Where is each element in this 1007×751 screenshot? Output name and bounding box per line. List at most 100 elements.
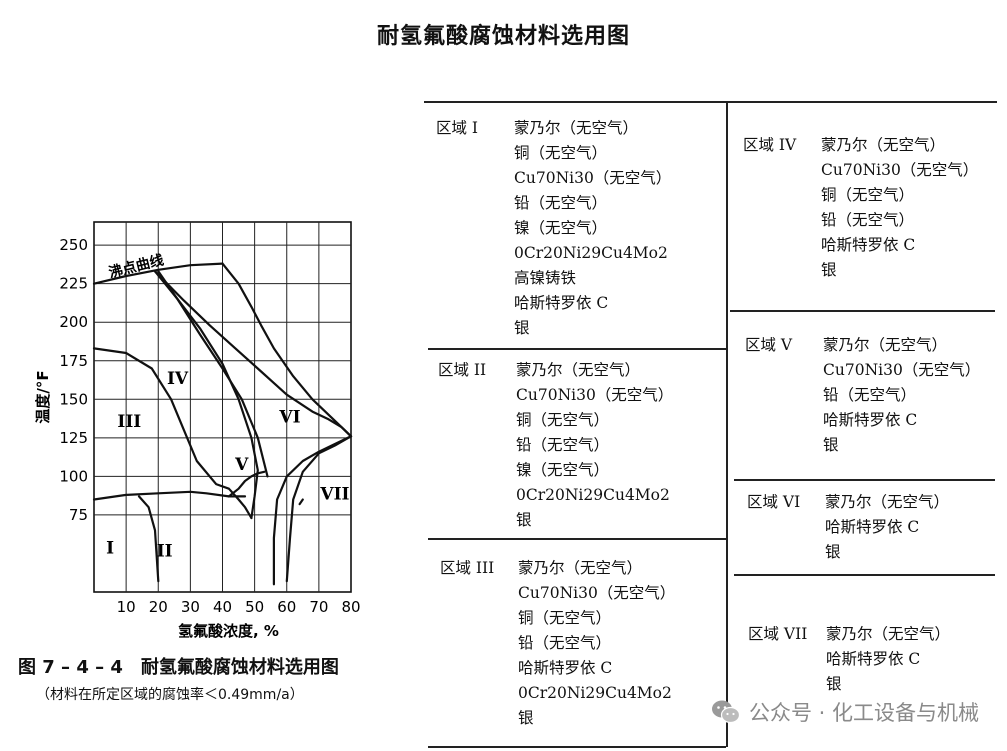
material-item: 铅（无空气） xyxy=(516,436,610,454)
material-item: 高镍铸铁 xyxy=(514,269,577,287)
region-label: V xyxy=(234,455,249,475)
x-tick-label: 40 xyxy=(213,598,232,616)
material-item: 铜（无空气） xyxy=(516,411,610,429)
material-item: 银 xyxy=(826,675,842,693)
x-tick-label: 10 xyxy=(117,598,136,616)
table-rule xyxy=(730,310,995,312)
region-label: II xyxy=(157,542,173,562)
y-tick-label: 225 xyxy=(59,275,88,293)
material-item: 蒙乃尔（无空气） xyxy=(823,336,948,354)
zone-label: 区域 III xyxy=(440,559,495,577)
chart-grid xyxy=(93,221,352,593)
zone-label: 区域 I xyxy=(436,119,479,137)
material-item: 铅（无空气） xyxy=(823,386,917,404)
material-item: 哈斯特罗依 C xyxy=(821,236,916,254)
zone-materials: 蒙乃尔（无空气） Cu70Ni30（无空气） 铜（无空气） 铅（无空气） 哈斯特… xyxy=(821,133,978,283)
material-item: Cu70Ni30（无空气） xyxy=(518,584,676,602)
phase-curve xyxy=(153,270,353,438)
material-item: 铅（无空气） xyxy=(514,194,608,212)
phase-curve xyxy=(153,270,259,520)
phase-curve xyxy=(285,435,353,583)
x-tick-label: 80 xyxy=(341,598,360,616)
region-label: IV xyxy=(167,369,189,389)
zone-label: 区域 VII xyxy=(748,625,808,643)
material-item: Cu70Ni30（无空气） xyxy=(514,169,672,187)
material-item: 哈斯特罗依 C xyxy=(826,650,921,668)
material-item: 蒙乃尔（无空气） xyxy=(516,361,641,379)
zone-label: 区域 V xyxy=(745,336,793,354)
table-divider xyxy=(726,101,728,747)
y-tick-label: 125 xyxy=(59,429,88,447)
material-item: 银 xyxy=(823,436,839,454)
wechat-icon xyxy=(711,700,741,724)
material-item: 蒙乃尔（无空气） xyxy=(826,625,951,643)
table-top-rule xyxy=(424,101,997,103)
x-tick-label: 60 xyxy=(277,598,296,616)
zone-label: 区域 II xyxy=(438,361,487,379)
page-title: 耐氢氟酸腐蚀材料选用图 xyxy=(376,24,630,49)
watermark: 公众号 · 化工设备与机械 xyxy=(711,697,979,727)
material-item: 哈斯特罗依 C xyxy=(518,659,613,677)
table-rule xyxy=(734,574,995,576)
phase-curve xyxy=(92,262,224,285)
phase-curve xyxy=(227,470,266,498)
y-tick-label: 175 xyxy=(59,352,88,370)
material-item: Cu70Ni30（无空气） xyxy=(516,386,674,404)
phase-curve xyxy=(137,495,160,583)
zone-materials: 蒙乃尔（无空气） Cu70Ni30（无空气） 铅（无空气） 哈斯特罗依 C 银 xyxy=(823,333,980,458)
zone-materials: 蒙乃尔（无空气） 哈斯特罗依 C 银 xyxy=(826,622,950,697)
material-item: 蒙乃尔（无空气） xyxy=(821,136,946,154)
x-tick-label: 50 xyxy=(245,598,264,616)
material-item: 银 xyxy=(514,319,530,337)
y-tick-label: 200 xyxy=(59,313,88,331)
region-label: III xyxy=(117,412,141,432)
boiling-curve-label: 沸点曲线 xyxy=(107,251,165,281)
y-tick-label: 75 xyxy=(69,506,88,524)
y-axis-label: 温度/°F xyxy=(34,370,52,423)
material-item: 蒙乃尔（无空气） xyxy=(825,493,950,511)
y-tick-label: 150 xyxy=(59,390,88,408)
zone-materials: 蒙乃尔（无空气） 铜（无空气） Cu70Ni30（无空气） 铅（无空气） 镍（无… xyxy=(514,116,671,341)
figure-note: （材料在所定区域的腐蚀率＜0.49mm/a） xyxy=(36,687,304,703)
phase-curve xyxy=(272,435,353,586)
zone-materials: 蒙乃尔（无空气） Cu70Ni30（无空气） 铜（无空气） 铅（无空气） 镍（无… xyxy=(516,358,673,533)
material-item: 镍（无空气） xyxy=(514,219,608,237)
material-item: Cu70Ni30（无空气） xyxy=(821,161,979,179)
table-rule xyxy=(734,479,995,481)
material-item: 铜（无空气） xyxy=(514,144,608,162)
material-item: 银 xyxy=(825,543,841,561)
material-item: 铅（无空气） xyxy=(518,634,612,652)
material-item: 银 xyxy=(518,709,534,727)
y-tick-label: 250 xyxy=(59,236,88,254)
watermark-text: 公众号 · 化工设备与机械 xyxy=(748,701,979,725)
table-rule xyxy=(428,538,726,540)
chart-curves xyxy=(92,262,353,586)
material-item: Cu70Ni30（无空气） xyxy=(823,361,981,379)
material-item: 0Cr20Ni29Cu4Mo2 xyxy=(516,486,670,504)
material-item: 0Cr20Ni29Cu4Mo2 xyxy=(514,244,668,262)
x-tick-label: 20 xyxy=(149,598,168,616)
x-axis-label: 氢氟酸浓度, % xyxy=(178,622,279,640)
region-label: VI xyxy=(278,407,300,427)
material-item: 蒙乃尔（无空气） xyxy=(518,559,643,577)
material-item: 银 xyxy=(516,511,532,529)
material-item: 哈斯特罗依 C xyxy=(823,411,918,429)
material-item: 蒙乃尔（无空气） xyxy=(514,119,639,137)
zone-materials: 蒙乃尔（无空气） Cu70Ni30（无空气） 铜（无空气） 铅（无空气） 哈斯特… xyxy=(518,556,675,731)
zone-label: 区域 IV xyxy=(743,136,797,154)
material-item: 铜（无空气） xyxy=(518,609,612,627)
region-label: VII xyxy=(319,485,349,505)
material-item: 哈斯特罗依 C xyxy=(825,518,920,536)
material-item: 铅（无空气） xyxy=(821,211,915,229)
zone-label: 区域 VI xyxy=(747,493,801,511)
material-item: 0Cr20Ni29Cu4Mo2 xyxy=(518,684,672,702)
table-rule xyxy=(428,348,726,350)
phase-curve xyxy=(221,262,353,438)
material-item: 镍（无空气） xyxy=(516,461,610,479)
phase-curve xyxy=(157,270,269,478)
region-label: I xyxy=(106,538,114,558)
material-item: 铜（无空气） xyxy=(821,186,915,204)
x-tick-label: 70 xyxy=(309,598,328,616)
